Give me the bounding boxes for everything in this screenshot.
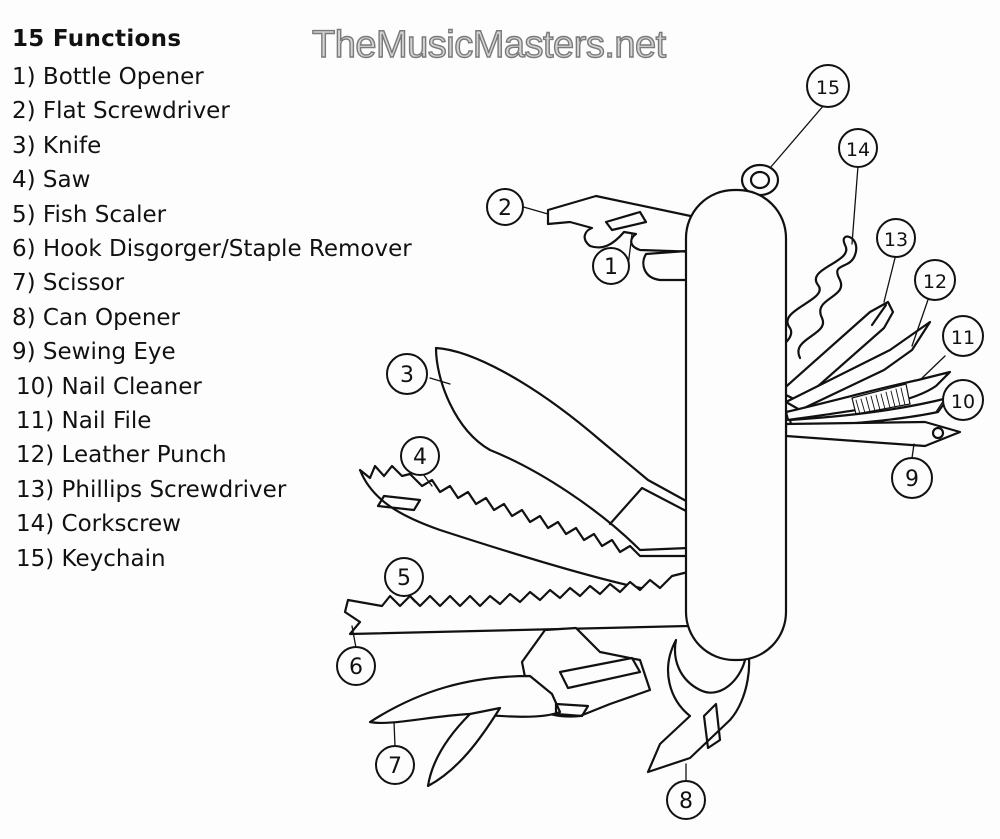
fish-scaler-tool <box>343 570 690 636</box>
callout-label-13: 13 <box>884 229 908 251</box>
function-item-11: 11) Nail File <box>16 408 152 435</box>
callout-label-6: 6 <box>349 655 363 680</box>
knife-handle <box>684 188 788 662</box>
callout-6 <box>336 646 376 686</box>
bottle-opener-tool <box>546 194 702 282</box>
callout-label-14: 14 <box>846 139 870 161</box>
callout-label-15: 15 <box>816 77 840 99</box>
callout-1 <box>592 247 630 285</box>
function-item-10: 10) Nail Cleaner <box>16 373 202 400</box>
callout-label-12: 12 <box>923 271 947 293</box>
callout-label-3: 3 <box>400 363 414 388</box>
nail-file-tool <box>784 370 952 422</box>
callout-label-7: 7 <box>388 754 402 779</box>
function-item-8: 8) Can Opener <box>12 304 180 331</box>
callout-4 <box>400 436 440 476</box>
callout-9 <box>891 457 933 499</box>
function-item-2: 2) Flat Screwdriver <box>12 98 230 125</box>
callout-14 <box>838 128 878 168</box>
callout-label-8: 8 <box>679 789 693 814</box>
callout-label-2: 2 <box>498 196 512 221</box>
callout-label-10: 10 <box>951 391 975 413</box>
callout-label-9: 9 <box>905 467 919 492</box>
scissors-tool <box>368 626 652 788</box>
callout-13 <box>876 218 916 258</box>
function-item-1: 1) Bottle Opener <box>12 64 204 90</box>
callout-10 <box>942 379 984 421</box>
function-item-14: 14) Corkscrew <box>16 511 181 538</box>
function-item-15: 15) Keychain <box>16 545 166 572</box>
function-item-7: 7) Scissor <box>12 270 125 297</box>
callout-label-11: 11 <box>951 327 975 349</box>
callout-12 <box>914 259 956 301</box>
function-item-3: 3) Knife <box>12 132 102 159</box>
callout-11 <box>942 315 984 357</box>
function-item-4: 4) Saw <box>12 167 91 194</box>
sewing-eye-tool <box>784 420 962 448</box>
watermark: TheMusicMasters.net <box>311 23 667 66</box>
callout-2 <box>486 188 524 226</box>
knife-tool <box>434 346 690 552</box>
function-item-13: 13) Phillips Screwdriver <box>16 476 287 503</box>
callout-8 <box>666 780 706 820</box>
callout-label-4: 4 <box>413 445 427 470</box>
function-item-9: 9) Sewing Eye <box>12 339 176 366</box>
callout-3 <box>386 353 428 395</box>
function-item-5: 5) Fish Scaler <box>12 201 167 228</box>
callout-leaders <box>351 97 946 783</box>
function-item-12: 12) Leather Punch <box>16 442 227 469</box>
legend-title: 15 Functions <box>12 26 182 52</box>
function-list: 1) Bottle Opener 2) Flat Screwdriver 3) … <box>12 60 412 576</box>
callout-label-1: 1 <box>604 255 618 280</box>
callout-5 <box>384 557 424 597</box>
callout-15 <box>806 64 850 108</box>
function-item-6: 6) Hook Disgorger/Staple Remover <box>12 236 412 263</box>
callout-label-5: 5 <box>397 566 411 591</box>
corkscrew-tool <box>763 235 858 382</box>
callout-7 <box>375 745 415 785</box>
